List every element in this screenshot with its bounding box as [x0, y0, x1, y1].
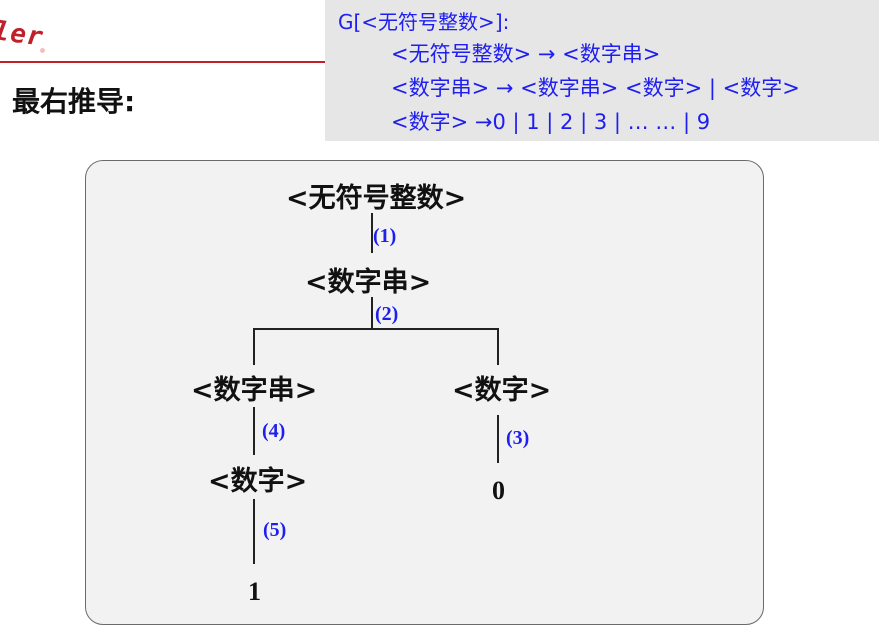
tree-leaf-0: 0: [492, 476, 505, 505]
tree-node-left-digit: <数字>: [208, 466, 308, 497]
step-label-3: (3): [506, 427, 530, 449]
edge-branch-left: [253, 328, 255, 365]
edge-branch-right: [497, 328, 499, 365]
tree-leaf-1: 1: [248, 577, 261, 606]
step-label-4: (4): [262, 420, 286, 442]
edge-n1-branch: [371, 297, 373, 329]
step-label-5: (5): [263, 519, 287, 541]
tree-node-root: <无符号整数>: [286, 183, 467, 214]
tree-node-left-string: <数字串>: [191, 375, 318, 406]
edge-branch-horizontal: [253, 328, 498, 330]
grammar-rule-3: <数字> →0 | 1 | 2 | 3 | … … | 9: [391, 110, 711, 134]
step-label-2: (2): [375, 303, 399, 325]
step-label-1: (1): [373, 225, 397, 247]
edge-right-leaf: [497, 415, 499, 463]
section-title: 最右推导:: [12, 85, 136, 118]
grammar-header: G[<无符号整数>]:: [338, 10, 510, 34]
tree-node-level1: <数字串>: [305, 267, 432, 298]
grammar-box: G[<无符号整数>]: <无符号整数> → <数字串> <数字串> → <数字串…: [325, 0, 879, 141]
edge-left-leaf: [253, 499, 255, 564]
derivation-tree-panel: <无符号整数> (1) <数字串> (2) <数字串> <数字> (4) <数字…: [85, 160, 764, 625]
header-rule: [0, 61, 330, 63]
logo-text: ler: [0, 16, 46, 53]
tree-node-right-digit: <数字>: [452, 375, 552, 406]
edge-left-n3: [253, 407, 255, 455]
edge-root-n1: [371, 213, 373, 253]
grammar-rule-1: <无符号整数> → <数字串>: [391, 42, 661, 66]
grammar-rule-2: <数字串> → <数字串> <数字> | <数字>: [391, 76, 800, 100]
logo-mark: [40, 48, 45, 53]
